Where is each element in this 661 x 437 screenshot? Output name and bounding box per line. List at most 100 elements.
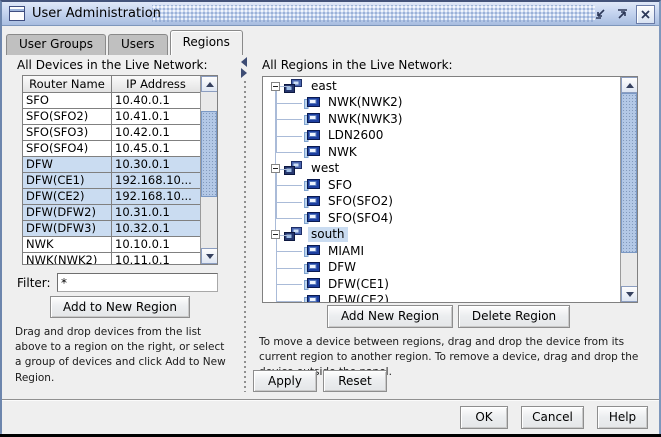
table-row[interactable]: DFW(DFW3)10.32.0.1 (23, 221, 201, 237)
ip-address-cell[interactable]: 10.42.0.1 (112, 125, 201, 141)
region-tree-scrollbar[interactable] (620, 77, 637, 302)
table-row[interactable]: NWK(NWK2)10.11.0.1 (23, 253, 201, 264)
region-label[interactable]: west (311, 161, 340, 176)
router-name-cell[interactable]: SFO (23, 93, 112, 109)
tree-device-row[interactable]: SFO(SFO2) (263, 194, 619, 211)
minimize-button[interactable] (592, 6, 609, 23)
router-name-cell[interactable]: DFW(DFW2) (23, 205, 112, 221)
router-name-cell[interactable]: DFW (23, 157, 112, 173)
scrollbar-thumb[interactable] (621, 93, 637, 253)
region-label[interactable]: south (308, 227, 348, 243)
split-pane-divider[interactable] (238, 55, 252, 398)
device-label[interactable]: DFW (328, 260, 357, 275)
router-name-cell[interactable]: DFW(CE2) (23, 189, 112, 205)
scroll-down-button[interactable] (201, 248, 217, 264)
device-label[interactable]: LDN2600 (328, 128, 384, 143)
device-label[interactable]: SFO(SFO2) (328, 194, 393, 209)
scroll-up-button[interactable] (201, 76, 217, 92)
router-name-cell[interactable]: SFO(SFO3) (23, 125, 112, 141)
tree-region-row[interactable]: east (263, 78, 619, 95)
delete-region-button[interactable]: Delete Region (458, 305, 570, 328)
tree-collapse-toggle[interactable] (271, 230, 280, 240)
reset-button[interactable]: Reset (323, 370, 387, 392)
device-table-scrollbar[interactable] (200, 76, 217, 264)
device-router-icon (304, 96, 320, 109)
ip-address-cell[interactable]: 10.32.0.1 (112, 221, 201, 237)
scroll-down-button[interactable] (621, 286, 637, 302)
ip-address-cell[interactable]: 10.31.0.1 (112, 205, 201, 221)
tree-device-row[interactable]: SFO (263, 177, 619, 194)
table-row[interactable]: SFO(SFO3)10.42.0.1 (23, 125, 201, 141)
tree-device-row[interactable]: DFW(CE1) (263, 276, 619, 293)
maximize-button[interactable] (614, 6, 631, 23)
title-bar[interactable]: User Administration (2, 2, 659, 26)
column-header-ip-address[interactable]: IP Address (112, 76, 201, 93)
table-row[interactable]: DFW(CE1)192.168.10... (23, 173, 201, 189)
tree-device-row[interactable]: MIAMI (263, 243, 619, 260)
tree-device-row[interactable]: DFW (263, 260, 619, 277)
device-label[interactable]: MIAMI (328, 243, 364, 258)
tree-collapse-toggle[interactable] (271, 164, 280, 174)
tree-device-row[interactable]: DFW(CE2) (263, 293, 619, 302)
device-label[interactable]: SFO(SFO4) (328, 210, 393, 225)
router-name-cell[interactable]: NWK (23, 237, 112, 253)
arrow-down-icon (205, 253, 214, 259)
ip-address-cell[interactable]: 10.30.0.1 (112, 157, 201, 173)
tree-device-row[interactable]: LDN2600 (263, 128, 619, 145)
router-name-cell[interactable]: DFW(DFW3) (23, 221, 112, 237)
tree-device-row[interactable]: SFO(SFO4) (263, 210, 619, 227)
ip-address-cell[interactable]: 10.45.0.1 (112, 141, 201, 157)
region-network-icon (284, 161, 302, 176)
router-name-cell[interactable]: SFO(SFO4) (23, 141, 112, 157)
ip-address-cell[interactable]: 10.11.0.1 (112, 253, 201, 264)
tree-device-row[interactable]: NWK(NWK3) (263, 111, 619, 128)
device-label[interactable]: SFO (328, 177, 352, 192)
add-new-region-button[interactable]: Add New Region (327, 305, 453, 328)
table-row[interactable]: SFO(SFO4)10.45.0.1 (23, 141, 201, 157)
tree-device-row[interactable]: NWK(NWK2) (263, 95, 619, 112)
region-label[interactable]: east (311, 78, 337, 93)
tree-region-row[interactable]: south (263, 227, 619, 244)
close-button[interactable] (636, 5, 655, 24)
ip-address-cell[interactable]: 10.40.0.1 (112, 93, 201, 109)
ip-address-cell[interactable]: 10.41.0.1 (112, 109, 201, 125)
table-row[interactable]: SFO(SFO2)10.41.0.1 (23, 109, 201, 125)
router-name-cell[interactable]: DFW(CE1) (23, 173, 112, 189)
collapse-right-icon[interactable] (241, 68, 247, 78)
router-name-cell[interactable]: NWK(NWK2) (23, 253, 112, 264)
add-to-new-region-button[interactable]: Add to New Region (50, 296, 190, 318)
tree-region-row[interactable]: west (263, 161, 619, 178)
cancel-button[interactable]: Cancel (521, 406, 584, 429)
device-label[interactable]: DFW(CE2) (328, 293, 389, 302)
collapse-left-icon[interactable] (241, 57, 247, 67)
table-row[interactable]: DFW(DFW2)10.31.0.1 (23, 205, 201, 221)
device-label[interactable]: NWK(NWK3) (328, 111, 403, 126)
device-label[interactable]: NWK (328, 144, 357, 159)
tree-device-row[interactable]: NWK (263, 144, 619, 161)
tree-collapse-toggle[interactable] (271, 81, 280, 91)
column-header-router-name[interactable]: Router Name (23, 76, 112, 93)
router-name-cell[interactable]: SFO(SFO2) (23, 109, 112, 125)
tab-user-groups[interactable]: User Groups (6, 34, 106, 55)
table-row[interactable]: DFW(CE2)192.168.10... (23, 189, 201, 205)
ok-button[interactable]: OK (460, 406, 508, 429)
ip-address-cell[interactable]: 192.168.10... (112, 173, 201, 189)
scrollbar-thumb[interactable] (201, 111, 217, 197)
filter-input[interactable] (57, 273, 218, 292)
tab-regions[interactable]: Regions (169, 30, 243, 55)
device-label[interactable]: NWK(NWK2) (328, 95, 403, 110)
scroll-up-button[interactable] (621, 77, 637, 93)
ip-address-cell[interactable]: 10.10.0.1 (112, 237, 201, 253)
ip-address-cell[interactable]: 192.168.10... (112, 189, 201, 205)
region-network-icon (284, 78, 302, 93)
tree-line (276, 235, 277, 301)
apply-button[interactable]: Apply (253, 370, 317, 392)
device-label[interactable]: DFW(CE1) (328, 276, 389, 291)
help-button[interactable]: Help (597, 406, 648, 429)
tab-users[interactable]: Users (107, 34, 168, 55)
